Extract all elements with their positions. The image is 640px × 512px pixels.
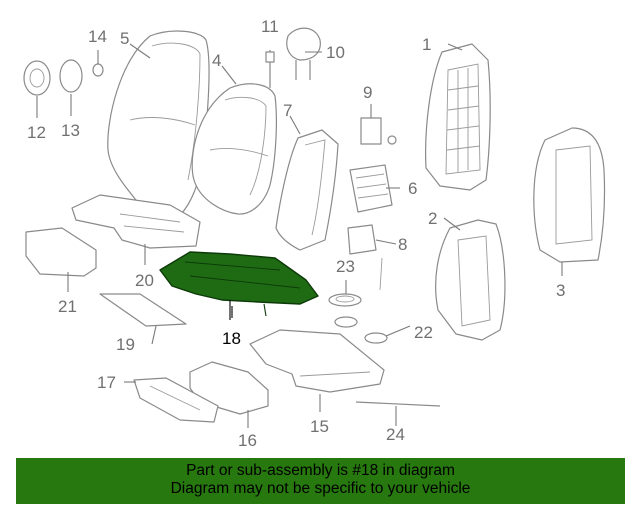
callout-7[interactable]: 7 — [283, 101, 292, 120]
callout-24[interactable]: 24 — [386, 425, 405, 444]
callout-16[interactable]: 16 — [238, 431, 257, 450]
callout-4[interactable]: 4 — [212, 51, 221, 70]
part-3-rear-cover[interactable] — [533, 127, 606, 263]
callout-numbers: 1 2 3 4 5 6 7 8 9 10 11 12 13 14 15 16 1… — [27, 17, 565, 450]
part-2-side-frame[interactable] — [435, 219, 506, 341]
part-19-mat[interactable] — [99, 293, 187, 345]
leader-lines — [36, 43, 563, 428]
callout-2[interactable]: 2 — [428, 209, 437, 228]
callout-21[interactable]: 21 — [58, 297, 77, 316]
callout-15[interactable]: 15 — [310, 417, 329, 436]
callout-17[interactable]: 17 — [97, 373, 116, 392]
part-4-backrest-cover[interactable] — [191, 83, 277, 215]
callout-3[interactable]: 3 — [556, 281, 565, 300]
callout-12[interactable]: 12 — [27, 123, 46, 142]
callout-14[interactable]: 14 — [88, 27, 107, 46]
part-8-module[interactable] — [347, 224, 383, 291]
part-17-side-trim[interactable] — [133, 377, 219, 423]
callout-1[interactable]: 1 — [422, 35, 431, 54]
part-14-cap[interactable] — [92, 63, 104, 77]
part-12-disc[interactable] — [23, 60, 51, 96]
callout-13[interactable]: 13 — [61, 121, 80, 140]
callout-18[interactable]: 18 — [222, 329, 241, 348]
part-9-adjuster[interactable] — [360, 104, 397, 145]
part-7-backrest-panel[interactable] — [275, 129, 339, 251]
part-22-grommet-a[interactable] — [334, 316, 358, 328]
part-13-disc[interactable] — [59, 59, 83, 93]
callout-9[interactable]: 9 — [363, 83, 372, 102]
part-22-grommet-b[interactable] — [364, 332, 388, 344]
banner-line-1: Part or sub-assembly is #18 in diagram — [186, 462, 455, 479]
part-21-bolster[interactable] — [25, 227, 97, 277]
part-24-cable[interactable] — [355, 401, 441, 407]
callout-23[interactable]: 23 — [336, 257, 355, 276]
part-20-cushion-cover[interactable] — [71, 194, 201, 249]
part-10-headrest[interactable] — [286, 27, 321, 80]
callout-19[interactable]: 19 — [116, 335, 135, 354]
part-15-cushion-frame[interactable] — [249, 329, 385, 393]
callout-20[interactable]: 20 — [135, 271, 154, 290]
part-18-cushion-pan-highlighted[interactable] — [159, 251, 319, 320]
parts-diagram: 1 2 3 4 5 6 7 8 9 10 11 12 13 14 15 16 1… — [23, 17, 606, 450]
part-1-backrest-frame[interactable] — [425, 43, 491, 191]
part-23-sensor-mount[interactable] — [328, 293, 362, 307]
banner-line-2: Diagram may not be specific to your vehi… — [170, 480, 471, 497]
callout-10[interactable]: 10 — [326, 43, 345, 62]
part-11-guide-pin[interactable] — [265, 50, 275, 88]
callout-22[interactable]: 22 — [414, 323, 433, 342]
callout-8[interactable]: 8 — [398, 235, 407, 254]
callout-5[interactable]: 5 — [120, 29, 129, 48]
info-banner: Part or sub-assembly is #18 in diagram D… — [16, 458, 625, 504]
part-5-backrest-cover[interactable] — [107, 30, 210, 218]
callout-6[interactable]: 6 — [408, 179, 417, 198]
part-6-lumbar-support[interactable] — [349, 164, 393, 213]
callout-11[interactable]: 11 — [261, 17, 279, 36]
